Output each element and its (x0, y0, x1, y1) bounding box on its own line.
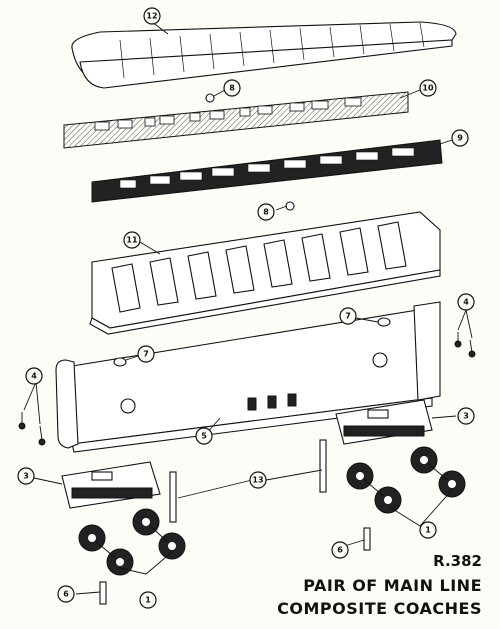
callout-9: 9 (451, 129, 469, 147)
svg-text:4: 4 (31, 372, 37, 381)
small-parts (18, 93, 476, 605)
callout-7-left: 7 (137, 345, 155, 363)
callout-8-middle: 8 (257, 203, 275, 221)
svg-text:3: 3 (23, 472, 29, 481)
title-line-2: COMPOSITE COACHES (277, 599, 482, 618)
callout-6-left: 6 (57, 585, 75, 603)
catalog-number: R.382 (433, 552, 482, 570)
svg-text:5: 5 (201, 432, 207, 441)
svg-text:1: 1 (145, 596, 151, 605)
callout-6-right: 6 (331, 541, 349, 559)
callout-8-top: 8 (223, 79, 241, 97)
svg-text:10: 10 (422, 84, 434, 93)
wheelset-left-part (78, 508, 186, 576)
svg-text:7: 7 (143, 350, 149, 359)
callout-5: 5 (195, 427, 213, 445)
svg-text:1: 1 (425, 526, 431, 535)
callout-1-right: 1 (419, 521, 437, 539)
callout-4-right: 4 (457, 293, 475, 311)
svg-text:9: 9 (457, 134, 463, 143)
leader-lines (23, 21, 473, 595)
callout-10: 10 (419, 79, 437, 97)
bogie-right-part (335, 399, 433, 445)
svg-text:4: 4 (463, 298, 469, 307)
svg-text:7: 7 (345, 312, 351, 321)
svg-text:11: 11 (126, 236, 138, 245)
svg-text:13: 13 (252, 476, 263, 485)
callout-3-left: 3 (17, 467, 35, 485)
callout-7-right: 7 (339, 307, 357, 325)
callout-13: 13 (249, 471, 267, 489)
callouts: 12 8 10 9 8 11 7 4 7 4 5 3 3 13 1 6 6 1 (17, 7, 475, 609)
callout-11: 11 (123, 231, 141, 249)
roof-part (71, 21, 457, 89)
callout-4-left: 4 (25, 367, 43, 385)
side-panel-upper-part (63, 91, 409, 149)
svg-text:6: 6 (337, 546, 343, 555)
callout-1-left: 1 (139, 591, 157, 609)
wheelset-right-part (346, 446, 466, 514)
chassis-floor-part (55, 301, 441, 453)
svg-text:6: 6 (63, 590, 69, 599)
callout-3-right: 3 (457, 407, 475, 425)
svg-text:3: 3 (463, 412, 469, 421)
coupling-rod-part (169, 439, 327, 523)
callout-12: 12 (143, 7, 161, 25)
svg-text:12: 12 (146, 12, 157, 21)
svg-text:8: 8 (229, 84, 235, 93)
title-line-1: PAIR OF MAIN LINE (303, 576, 482, 595)
side-panel-lower-part (91, 139, 443, 203)
bogie-left-part (61, 461, 161, 509)
svg-text:8: 8 (263, 208, 269, 217)
seating-interior-part (89, 211, 441, 335)
